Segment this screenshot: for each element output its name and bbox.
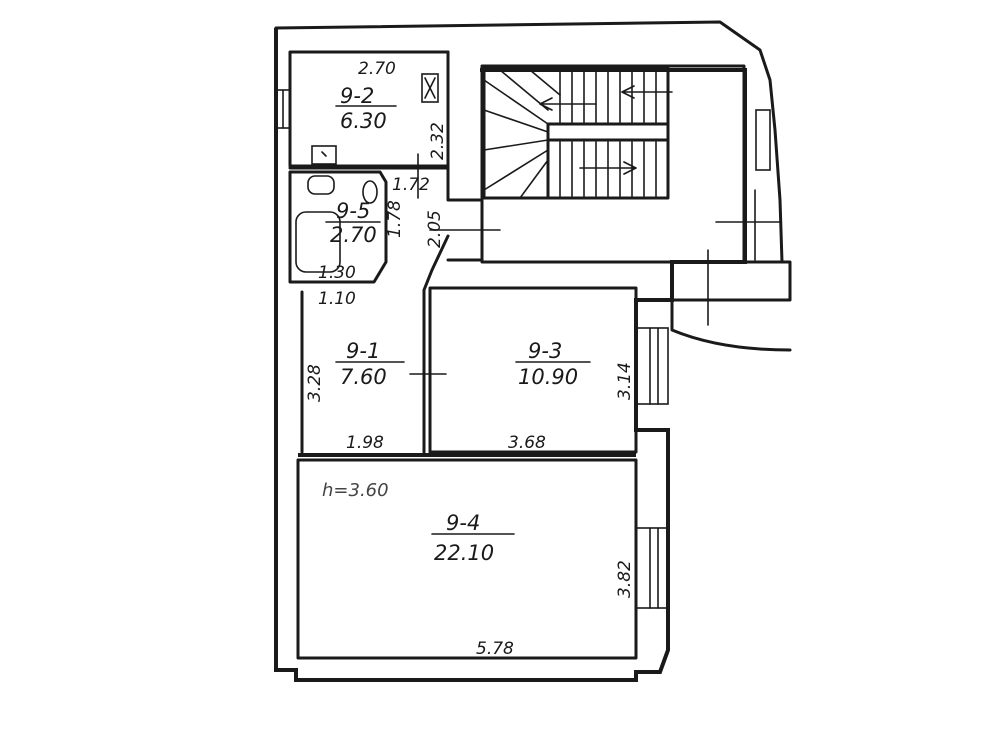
room-number-9-4: 9-4 [446, 511, 480, 535]
room-area-9-4: 22.10 [434, 541, 494, 565]
room-area-9-5: 2.70 [330, 223, 377, 247]
room-label-9-1: 9-1 7.60 [335, 339, 405, 389]
ceiling-height-note: h=3.60 [322, 480, 389, 501]
room-number-9-3: 9-3 [528, 339, 562, 363]
dim-9-1-depth: 3.28 [305, 364, 325, 402]
dim-9-1-width: 1.98 [346, 433, 384, 453]
dim-bath-depth: 1.78 [385, 200, 405, 238]
room-label-9-2: 9-2 6.30 [335, 84, 397, 133]
room-9-4-walls [296, 453, 638, 660]
dim-hall-width: 1.10 [318, 289, 356, 309]
corridor-walls [288, 50, 781, 454]
dim-corridor-depth: 2.05 [425, 210, 445, 248]
dim-bath-width: 1.30 [318, 263, 356, 283]
dim-9-4-depth: 3.82 [615, 560, 635, 598]
room-area-9-3: 10.90 [518, 365, 578, 389]
room-area-9-2: 6.30 [340, 109, 387, 133]
room-label-9-5: 9-5 2.70 [325, 199, 381, 247]
dim-9-2-depth: 2.32 [428, 122, 448, 160]
staircase [480, 64, 746, 264]
dim-corridor-width: 1.72 [392, 175, 430, 195]
room-area-9-1: 7.60 [340, 365, 387, 389]
dim-9-3-width: 3.68 [508, 433, 546, 453]
room-label-9-4: 9-4 22.10 [431, 511, 515, 565]
room-label-9-3: 9-3 10.90 [515, 339, 591, 389]
room-number-9-2: 9-2 [340, 84, 374, 108]
dim-9-4-width: 5.78 [476, 639, 514, 659]
room-number-9-1: 9-1 [346, 339, 380, 363]
room-9-5-walls [288, 170, 388, 284]
room-number-9-5: 9-5 [336, 199, 370, 223]
dim-9-2-width: 2.70 [358, 59, 396, 79]
room-9-3-walls [428, 286, 638, 454]
dim-9-3-depth: 3.14 [615, 362, 635, 400]
